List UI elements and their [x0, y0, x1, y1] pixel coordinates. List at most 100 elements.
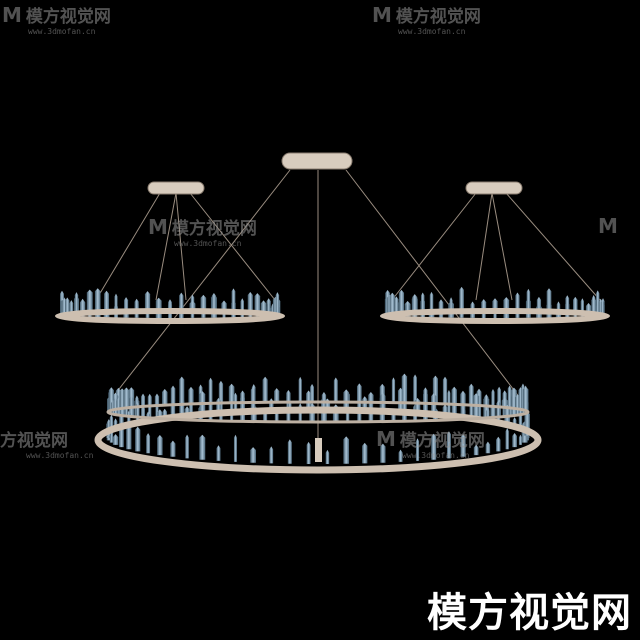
- crystal: [287, 439, 292, 464]
- crystal: [438, 299, 444, 311]
- crystal: [141, 405, 145, 418]
- crystal: [218, 380, 224, 404]
- crystal: [394, 296, 399, 313]
- crystal: [321, 392, 327, 403]
- crystal: [368, 391, 374, 403]
- crystal: [170, 440, 176, 457]
- crystal: [449, 297, 453, 311]
- crystal: [114, 293, 118, 311]
- crystal: [126, 424, 132, 450]
- crystal: [398, 449, 403, 462]
- crystal: [398, 289, 405, 312]
- crystal: [415, 438, 420, 461]
- crystal: [129, 395, 134, 408]
- crystal: [250, 447, 256, 463]
- crystal: [188, 386, 194, 405]
- crystal: [580, 298, 584, 312]
- crystal: [211, 292, 217, 311]
- crystal: [343, 436, 350, 464]
- watermark: M: [598, 214, 618, 238]
- crystal: [262, 376, 268, 403]
- crystal: [298, 376, 302, 403]
- crystal: [185, 434, 189, 459]
- crystal: [470, 301, 475, 311]
- crystal: [546, 288, 552, 311]
- crystal: [460, 391, 466, 405]
- crystal: [431, 433, 437, 460]
- crystal: [286, 390, 291, 403]
- crystal: [515, 292, 520, 311]
- crystal: [267, 301, 271, 313]
- crystal: [389, 292, 395, 313]
- crystal: [250, 386, 256, 414]
- rings: [55, 308, 610, 474]
- crystal: [505, 428, 509, 450]
- crystal: [116, 398, 121, 410]
- crystal: [69, 300, 74, 313]
- crystal: [572, 296, 578, 312]
- crystal: [112, 434, 119, 445]
- crystal: [179, 292, 184, 311]
- crystal: [146, 433, 151, 454]
- crystal: [240, 302, 244, 312]
- crystal: [473, 444, 479, 456]
- crystal: [503, 297, 510, 311]
- crystal: [123, 387, 130, 409]
- crystal: [501, 397, 508, 408]
- crystal: [221, 300, 227, 311]
- crystal: [216, 445, 221, 461]
- crystal: [565, 295, 570, 312]
- crystal: [228, 383, 235, 403]
- crystal: [421, 292, 425, 312]
- crystal: [423, 387, 428, 404]
- crystal: [167, 301, 173, 310]
- crystal: [86, 289, 93, 312]
- crystal: [496, 436, 501, 452]
- crystal: [492, 298, 498, 310]
- crystal: [333, 377, 338, 403]
- crystal: [591, 297, 596, 313]
- crystal: [104, 290, 109, 311]
- crystal: [155, 297, 162, 311]
- crystal: [154, 393, 160, 406]
- crystal: [170, 385, 176, 405]
- crystal: [79, 299, 86, 312]
- crystal: [275, 292, 280, 314]
- crystal: [473, 393, 480, 421]
- crystal: [157, 435, 163, 456]
- crystal: [135, 426, 141, 452]
- crystal: [397, 387, 404, 415]
- crystal: [119, 388, 125, 409]
- crystal: [413, 374, 417, 404]
- canopies: [147, 152, 523, 195]
- crystal: [468, 383, 474, 406]
- crystal: [113, 397, 118, 410]
- crystal: [596, 290, 600, 313]
- crystal: [405, 302, 410, 312]
- crystal: [451, 386, 457, 405]
- crystal: [260, 300, 267, 312]
- crystal: [491, 388, 495, 407]
- crystal: [144, 291, 151, 311]
- crystal: [233, 434, 237, 462]
- crystal: [325, 449, 330, 464]
- crystal: [485, 441, 491, 454]
- crystal: [200, 294, 207, 311]
- crystal: [162, 388, 168, 406]
- crystal: [362, 442, 368, 464]
- crystal: [254, 293, 261, 312]
- crystal: [208, 377, 213, 404]
- crystal: [600, 299, 604, 314]
- crystal: [124, 297, 129, 311]
- crystal: [310, 384, 314, 403]
- crystal: [512, 433, 517, 448]
- crystal: [380, 443, 386, 463]
- crystal: [94, 288, 101, 312]
- crystal: [231, 288, 236, 311]
- crystal: [274, 388, 280, 403]
